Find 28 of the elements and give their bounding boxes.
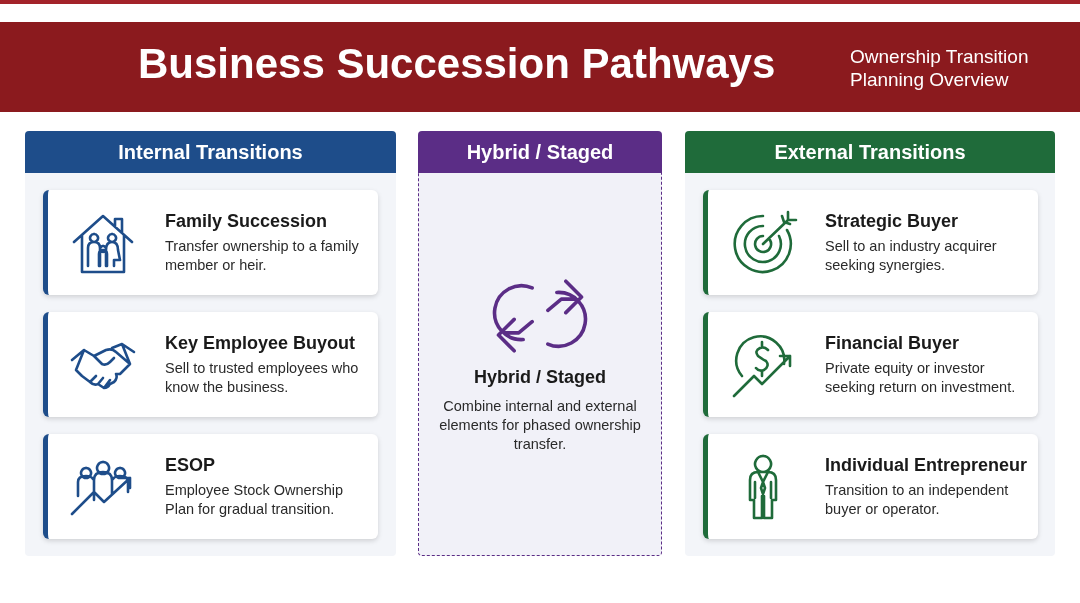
option-card [703, 190, 1038, 295]
column-panel [25, 131, 396, 556]
section-title: Hybrid / Staged [473, 367, 607, 388]
card-description: Sell to trusted employees who know the business. [165, 359, 360, 397]
option-card [703, 434, 1038, 539]
card-description: Private equity or investor seeking return on investment. [825, 359, 1017, 397]
card-description: Employee Stock Ownership Plan for gradual transition. [165, 481, 345, 519]
section-description: Combine internal and external elements for phased ownership transfer. [438, 397, 642, 454]
card-description: Transition to an independent buyer or operator. [825, 481, 1010, 519]
column-panel [685, 131, 1055, 556]
panel-header: Internal Transitions [25, 131, 396, 173]
card-title: Key Employee Buyout [165, 333, 356, 354]
option-card [43, 434, 378, 539]
panel-header: External Transitions [685, 131, 1055, 173]
option-card [43, 312, 378, 417]
card-description: Sell to an industry acquirer seeking synergies. [825, 237, 998, 275]
card-title: Family Succession [165, 211, 328, 232]
dashed-panel [418, 131, 662, 556]
card-description: Transfer ownership to a family member or heir. [165, 237, 360, 275]
subtitle: Ownership Transition Planning Overview [850, 45, 1030, 91]
panel-header: Hybrid / Staged [418, 131, 662, 173]
card-title: Strategic Buyer [825, 211, 959, 232]
page-title: Business Succession Pathways [138, 40, 776, 88]
option-card [703, 312, 1038, 417]
card-title: Individual Entrepreneur [825, 455, 1028, 476]
option-card [43, 190, 378, 295]
card-title: ESOP [165, 455, 216, 476]
card-title: Financial Buyer [825, 333, 960, 354]
